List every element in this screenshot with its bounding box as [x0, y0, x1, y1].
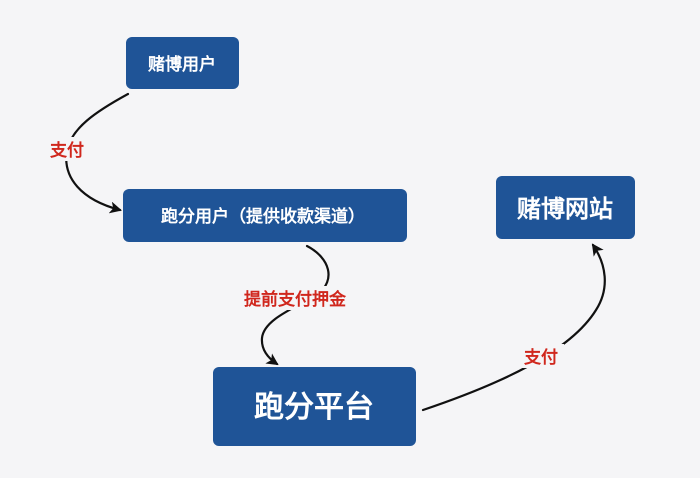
node-box — [213, 367, 416, 446]
node-label: 跑分平台 — [254, 390, 374, 425]
edge-platform-to-site — [421, 243, 606, 412]
node-runner-user: 跑分用户（提供收款渠道） — [123, 189, 407, 242]
edge-label-runner-to-platform: 提前支付押金 — [244, 289, 347, 310]
edge-label-user-to-runner: 支付 — [50, 140, 84, 161]
node-gambling-user: 赌博用户 — [126, 37, 239, 89]
edge-runner-to-platform — [260, 244, 330, 366]
edge-label-bg — [228, 286, 362, 310]
node-label: 赌博网站 — [517, 195, 613, 223]
node-box — [123, 189, 407, 242]
node-label: 跑分用户（提供收款渠道） — [161, 206, 365, 227]
node-runner-platform: 跑分平台 — [213, 367, 416, 446]
node-label: 赌博用户 — [147, 54, 216, 75]
node-box — [496, 176, 635, 239]
edge-label-bg — [518, 344, 564, 368]
edge-label-platform-to-site: 支付 — [524, 347, 558, 368]
node-box — [126, 37, 239, 89]
node-gambling-site: 赌博网站 — [496, 176, 635, 239]
edge-label-bg — [44, 137, 90, 161]
